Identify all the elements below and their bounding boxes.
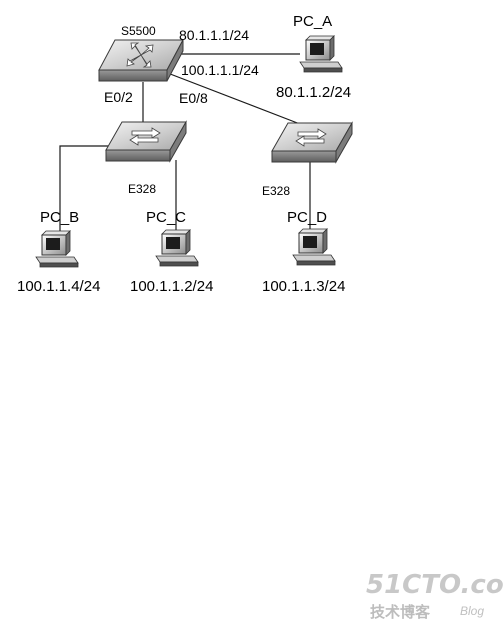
watermark: 51CTO.com 技术博客 Blog [366,570,504,621]
port-right-label: E0/8 [179,90,208,106]
access-switch-right-icon [271,122,353,163]
link-core-switch-right [164,71,301,125]
pc-b-icon [35,230,79,268]
watermark-subtitle: 技术博客 [370,603,431,621]
access-switch-left-label: E328 [128,182,156,196]
core-switch-label: S5500 [121,24,156,38]
watermark-tag: Blog [460,604,484,618]
pc-a-ip: 80.1.1.2/24 [276,84,351,101]
vlan-a-ip-label: 80.1.1.1/24 [179,27,249,43]
access-switch-right-label: E328 [262,184,290,198]
core-switch-router-icon [98,39,184,82]
pc-d-name: PC_D [287,209,327,226]
pc-d-icon [292,228,336,266]
pc-c-icon [155,229,199,267]
access-switch-left-icon [105,121,187,162]
pc-a-icon [299,35,343,73]
pc-d-ip: 100.1.1.3/24 [262,278,345,295]
pc-b-name: PC_B [40,209,79,226]
pc-a-name: PC_A [293,13,332,30]
links [59,53,311,240]
link-switch-left-pc-b [59,145,108,240]
port-left-label: E0/2 [104,89,133,105]
watermark-brand: 51CTO.com [366,570,504,600]
pc-b-ip: 100.1.1.4/24 [17,278,100,295]
pc-c-name: PC_C [146,209,186,226]
vlan-b-ip-label: 100.1.1.1/24 [181,62,259,78]
pc-c-ip: 100.1.1.2/24 [130,278,213,295]
